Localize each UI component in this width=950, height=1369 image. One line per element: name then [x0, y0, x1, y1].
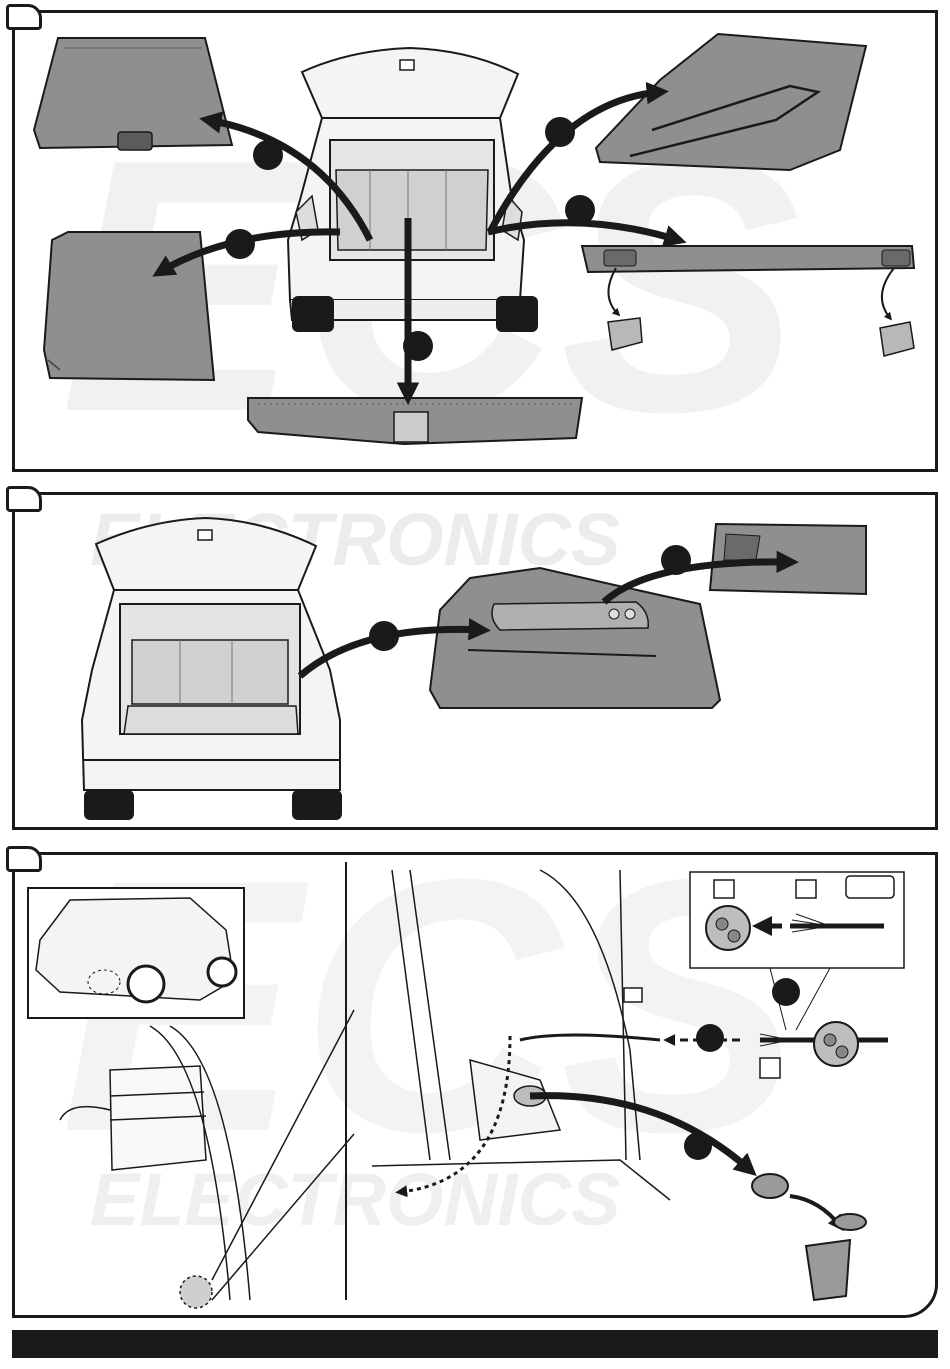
- trash-bin-icon: [806, 1240, 850, 1300]
- parts-kit-box: [690, 872, 904, 968]
- vehicle-rear-open-tailgate: [288, 48, 538, 332]
- floor-cover-part: [34, 38, 232, 150]
- hook-right: [880, 322, 914, 356]
- watermark-electronics-bottom: ELECTRONICS: [90, 1158, 620, 1241]
- kit-checkbox-2: [796, 880, 816, 898]
- kit-checkbox-1: [714, 880, 734, 898]
- kit-checkbox-3: [760, 1058, 780, 1078]
- quarter-trim-panel-part: [430, 568, 720, 708]
- kit-label-box: [846, 876, 894, 898]
- vehicle-overview-inset: [28, 888, 244, 1018]
